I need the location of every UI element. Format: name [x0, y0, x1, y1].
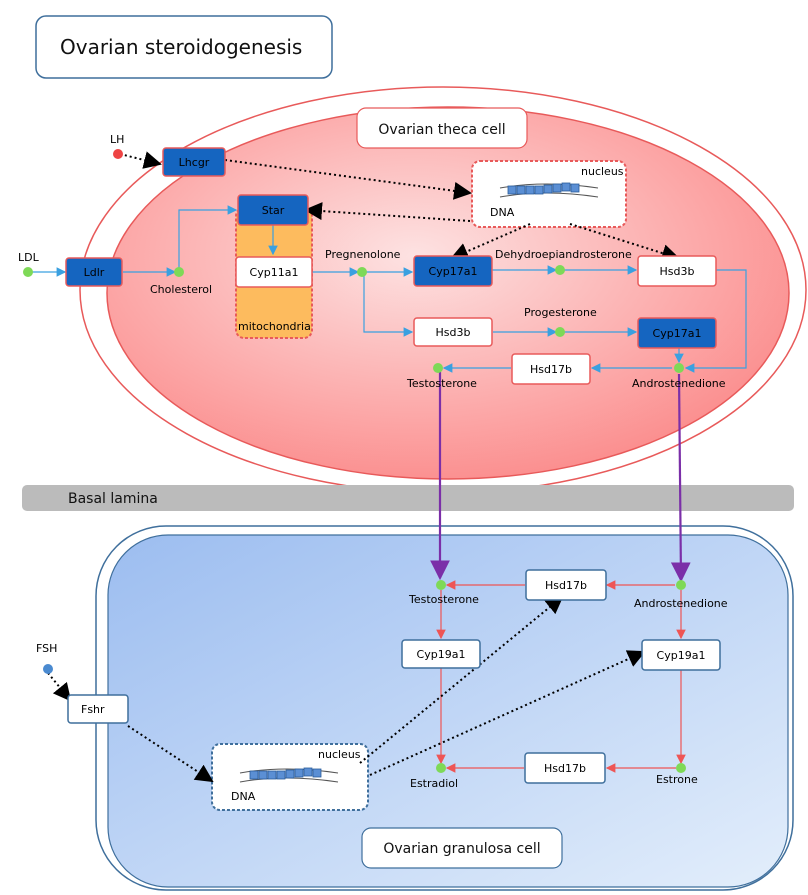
- gene-cyp17a1-top[interactable]: Cyp17a1: [413, 255, 493, 287]
- gene-lhcgr[interactable]: Lhcgr: [162, 147, 226, 177]
- dna-icon: [499, 182, 599, 198]
- fsh-ligand-icon: [43, 664, 53, 674]
- gene-star[interactable]: Star: [237, 194, 309, 226]
- granulosa-cell-label-box: Ovarian granulosa cell: [361, 827, 563, 869]
- pregnenolone-node: [357, 267, 367, 277]
- gene-hsd3b-right-label: Hsd3b: [660, 265, 695, 278]
- testosterone-granulosa-label: Testosterone: [408, 593, 479, 606]
- gene-hsd17b-granulosa-bottom[interactable]: Hsd17b: [524, 752, 606, 784]
- cholesterol-label: Cholesterol: [150, 283, 212, 296]
- dhea-node: [555, 265, 565, 275]
- title-box: Ovarian steroidogenesis: [35, 15, 333, 79]
- basal-lamina-label: Basal lamina: [68, 491, 158, 507]
- gene-hsd3b-mid[interactable]: Hsd3b: [413, 317, 493, 347]
- theca-cell-label-box: Ovarian theca cell: [356, 107, 528, 149]
- theca-cell-label: Ovarian theca cell: [378, 122, 505, 138]
- gene-hsd17b-granulosa-top-label: Hsd17b: [545, 579, 587, 592]
- gene-cyp11a1-label: Cyp11a1: [250, 266, 299, 279]
- theca-dna-label: DNA: [490, 206, 515, 219]
- gene-hsd17b-granulosa-bottom-label: Hsd17b: [544, 762, 586, 775]
- testosterone-granulosa-node: [436, 580, 446, 590]
- dhea-label: Dehydroepiandrosterone: [495, 248, 632, 261]
- granulosa-cell-label: Ovarian granulosa cell: [383, 841, 540, 857]
- granulosa-regulation-arrows: [47, 595, 646, 783]
- estradiol-node: [436, 763, 446, 773]
- page-title: Ovarian steroidogenesis: [60, 35, 302, 59]
- gene-ldlr[interactable]: Ldlr: [65, 257, 123, 287]
- transport-lines: [430, 372, 691, 583]
- basal-lamina: Basal lamina: [22, 485, 794, 511]
- gene-hsd17b-theca-label: Hsd17b: [530, 363, 572, 376]
- ldl-ligand-icon: [23, 267, 33, 277]
- ldl-label: LDL: [18, 251, 40, 264]
- fsh-label: FSH: [36, 642, 57, 655]
- granulosa-nucleus: nucleus DNA: [211, 743, 369, 811]
- gene-hsd17b-theca[interactable]: Hsd17b: [511, 353, 591, 385]
- theca-nucleus-label: nucleus: [581, 165, 624, 178]
- gene-lhcgr-label: Lhcgr: [179, 156, 210, 169]
- granulosa-red-connectors: [436, 580, 686, 773]
- gene-cyp19a1-left[interactable]: Cyp19a1: [401, 639, 481, 669]
- theca-nucleus: nucleus DNA: [471, 160, 627, 228]
- androstenedione-granulosa-node: [676, 580, 686, 590]
- estradiol-label: Estradiol: [410, 777, 458, 790]
- gene-cyp17a1-mid-label: Cyp17a1: [653, 327, 702, 340]
- pregnenolone-label: Pregnenolone: [325, 248, 401, 261]
- gene-cyp19a1-right-label: Cyp19a1: [657, 649, 706, 662]
- lh-ligand-icon: [113, 149, 123, 159]
- androstenedione-theca-label: Androstenedione: [632, 377, 726, 390]
- granulosa-dna-label: DNA: [231, 790, 256, 803]
- theca-blue-connectors: [30, 205, 747, 373]
- gene-star-label: Star: [262, 204, 285, 217]
- progesterone-node: [555, 327, 565, 337]
- granulosa-nucleus-label: nucleus: [318, 748, 361, 761]
- testosterone-theca-node: [433, 363, 443, 373]
- lh-label: LH: [110, 133, 124, 146]
- gene-cyp11a1[interactable]: Cyp11a1: [235, 256, 313, 288]
- testosterone-theca-label: Testosterone: [406, 377, 477, 390]
- gene-cyp19a1-right[interactable]: Cyp19a1: [641, 639, 721, 671]
- gene-ldlr-label: Ldlr: [84, 266, 105, 279]
- gene-cyp17a1-top-label: Cyp17a1: [429, 265, 478, 278]
- gene-hsd3b-mid-label: Hsd3b: [436, 326, 471, 339]
- gene-cyp17a1-mid[interactable]: Cyp17a1: [637, 317, 717, 349]
- gene-fshr-label: Fshr: [81, 703, 105, 716]
- androstenedione-theca-node: [674, 363, 684, 373]
- gene-hsd17b-granulosa-top[interactable]: Hsd17b: [525, 569, 607, 601]
- mitochondria-label: mitochondria: [238, 320, 311, 333]
- estrone-node: [676, 763, 686, 773]
- dna-icon: [239, 767, 339, 783]
- theca-regulation-arrows: [119, 151, 680, 262]
- estrone-label: Estrone: [656, 773, 698, 786]
- progesterone-label: Progesterone: [524, 306, 597, 319]
- cholesterol-node: [174, 267, 184, 277]
- gene-hsd3b-right[interactable]: Hsd3b: [637, 255, 717, 287]
- androstenedione-granulosa-label: Androstenedione: [634, 597, 728, 610]
- gene-fshr[interactable]: Fshr: [67, 694, 129, 724]
- gene-cyp19a1-left-label: Cyp19a1: [417, 648, 466, 661]
